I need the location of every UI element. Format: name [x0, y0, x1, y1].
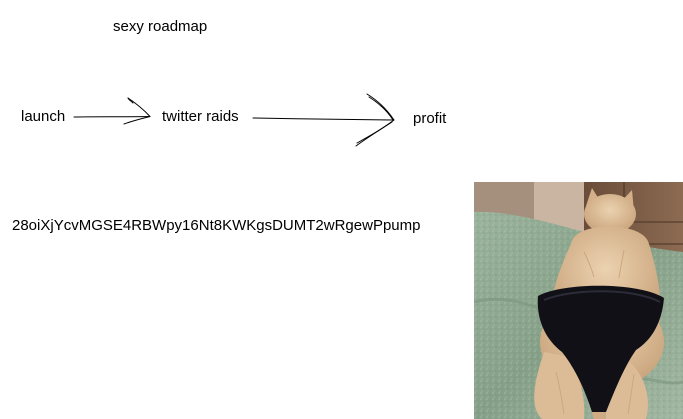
node-profit: profit	[413, 110, 447, 127]
token-address-text: 28oiXjYcvMGSE4RBWpy16Nt8KWKgsDUMT2wRgewP…	[12, 217, 421, 234]
roadmap-title: sexy roadmap	[113, 18, 208, 35]
photo-cat	[534, 188, 664, 419]
edge-twitter-raids-to-profit	[252, 93, 395, 147]
node-twitter-raids: twitter raids	[162, 108, 239, 125]
cat-photo-illustration	[474, 182, 683, 419]
edge-launch-to-twitter-raids	[73, 97, 151, 125]
node-launch: launch	[21, 108, 66, 125]
photo-black-underwear	[537, 285, 664, 412]
cat-photo	[474, 182, 683, 419]
